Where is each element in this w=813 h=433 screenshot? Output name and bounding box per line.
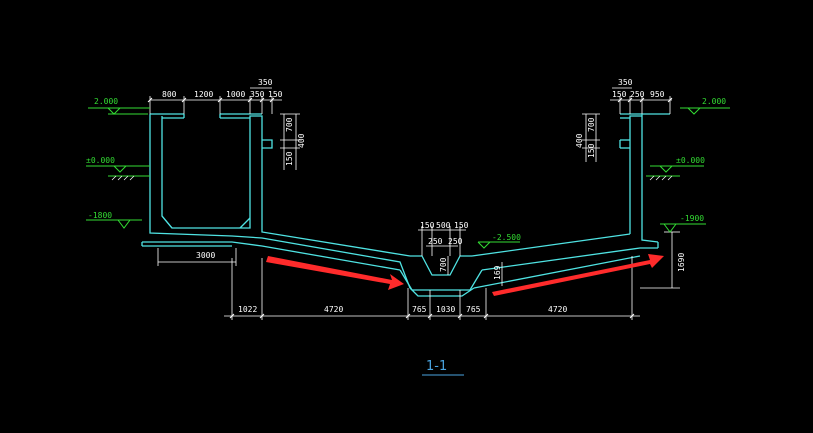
- dim-left-base: 3000: [196, 251, 215, 260]
- dim-center-top-2: 500: [436, 221, 451, 230]
- dim-center-top-1: 150: [420, 221, 435, 230]
- dim-right-height: 1690: [677, 253, 686, 272]
- level-symbols: [86, 107, 730, 249]
- dim-center-mid-2: 250: [448, 237, 463, 246]
- dim-top-left-2: 1200: [194, 90, 213, 99]
- dim-top-right-350: 350: [618, 78, 633, 87]
- dim-bottom-3: 765: [412, 305, 427, 314]
- dim-top-left-3: 1000: [226, 90, 245, 99]
- dim-bottom-5: 765: [466, 305, 481, 314]
- dim-top-left-4: 350: [250, 90, 265, 99]
- dim-top-left-5: 150: [268, 90, 283, 99]
- dim-left-wall-400: 400: [297, 133, 306, 148]
- level-left-ground: ±0.000: [86, 156, 115, 165]
- level-right-ground: ±0.000: [676, 156, 705, 165]
- level-left-top: 2.000: [94, 97, 118, 106]
- dim-left-wall-150: 150: [285, 151, 294, 166]
- dim-right-wall-150: 150: [587, 143, 596, 158]
- level-center-bottom: -2.500: [492, 233, 521, 242]
- dim-bottom-4: 1030: [436, 305, 455, 314]
- dim-bottom-2: 4720: [324, 305, 343, 314]
- dim-right-wall-700: 700: [587, 117, 596, 132]
- dim-center-depth: 700: [439, 257, 448, 272]
- dim-top-right-1: 150: [612, 90, 627, 99]
- dim-right-wall-400: 400: [575, 133, 584, 148]
- arrow-icon: [492, 254, 664, 296]
- arrow-icon: [266, 256, 404, 290]
- ground-hatch: [111, 175, 673, 181]
- level-left-bottom: -1800: [88, 211, 112, 220]
- dimension-lines: [149, 87, 680, 320]
- structure-outline: [141, 113, 670, 297]
- dim-right-step: 169: [493, 265, 502, 280]
- dim-top-right-2: 250: [630, 90, 645, 99]
- dim-center-mid-1: 250: [428, 237, 443, 246]
- dim-bottom-6: 4720: [548, 305, 567, 314]
- level-right-bottom: -1900: [680, 214, 704, 223]
- dim-top-right-3: 950: [650, 90, 665, 99]
- dim-center-top-3: 150: [454, 221, 469, 230]
- dim-bottom-1: 1022: [238, 305, 257, 314]
- section-label: 1-1: [426, 359, 447, 374]
- level-right-top: 2.000: [702, 97, 726, 106]
- dim-left-wall-700: 700: [285, 117, 294, 132]
- dim-top-left-350: 350: [258, 78, 273, 87]
- dim-top-left-1: 800: [162, 90, 177, 99]
- dimension-ticks: [147, 97, 673, 319]
